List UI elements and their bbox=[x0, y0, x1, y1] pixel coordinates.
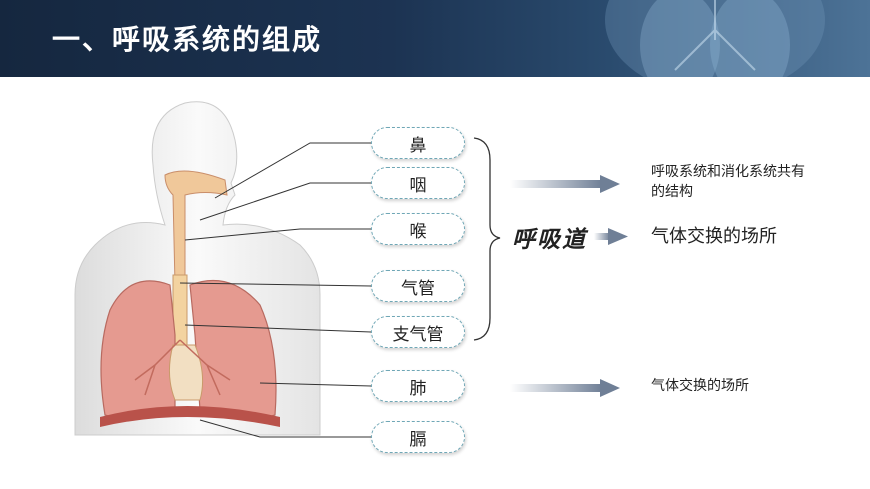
lungs-background-image bbox=[605, 0, 825, 77]
arrow-shared bbox=[510, 175, 620, 193]
label-larynx: 喉 bbox=[371, 213, 465, 245]
arrow-lung-function bbox=[510, 379, 620, 397]
header-banner: 一、呼吸系统的组成 bbox=[0, 0, 870, 77]
note-airway-function: 气体交换的场所 bbox=[651, 226, 777, 247]
label-nose: 鼻 bbox=[371, 127, 465, 159]
note-shared-structure: 呼吸系统和消化系统共有的结构 bbox=[651, 164, 805, 200]
page-title: 一、呼吸系统的组成 bbox=[52, 23, 323, 56]
airway-bracket bbox=[473, 137, 501, 341]
label-pharynx: 咽 bbox=[371, 167, 465, 199]
airway-label: 呼吸道 bbox=[512, 227, 587, 253]
label-diaphragm: 膈 bbox=[371, 421, 465, 453]
note-lung-function: 气体交换的场所 bbox=[651, 378, 749, 394]
respiratory-system-illustration bbox=[74, 101, 321, 436]
label-lung: 肺 bbox=[371, 370, 465, 402]
arrow-airway-function bbox=[594, 228, 628, 245]
label-bronchus: 支气管 bbox=[371, 316, 465, 348]
label-trachea: 气管 bbox=[371, 270, 465, 302]
